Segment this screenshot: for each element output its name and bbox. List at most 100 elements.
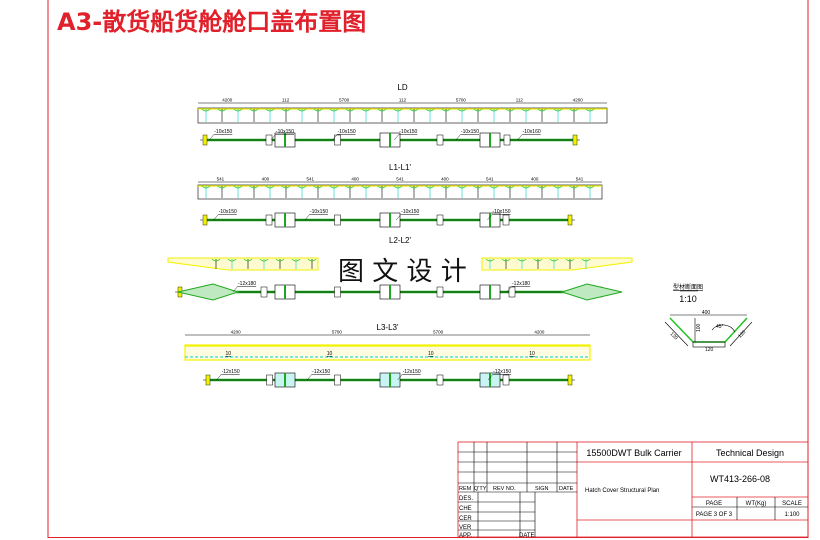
beam-elevation bbox=[197, 184, 603, 200]
section-scale: 1:10 bbox=[679, 294, 697, 304]
bracket bbox=[393, 108, 403, 112]
watermark: 图 文 设 计 bbox=[338, 257, 467, 287]
plate-size-label: -10x150 bbox=[461, 129, 479, 135]
plate-size-label: -10x150 bbox=[214, 129, 232, 135]
bracket bbox=[259, 258, 269, 262]
page-value: PAGE 3 OF 3 bbox=[696, 512, 733, 518]
rev-header-sign: SIGN bbox=[535, 486, 548, 492]
bracket-plate bbox=[502, 374, 510, 386]
dimension-label: 4200 bbox=[573, 98, 584, 103]
plate-size-label: -12x180 bbox=[512, 281, 530, 287]
plate-size-label: -12x150 bbox=[312, 369, 330, 375]
design-stage: Technical Design bbox=[716, 448, 784, 458]
plate-size-label: -10x150 bbox=[276, 129, 294, 135]
plate-size-label: -10x150 bbox=[219, 209, 237, 215]
dimension-label: 400 bbox=[262, 177, 270, 182]
bracket-plate bbox=[260, 286, 268, 298]
end-plate bbox=[567, 214, 573, 226]
bracket bbox=[201, 108, 211, 112]
bracket bbox=[265, 185, 275, 189]
leader-line bbox=[506, 285, 513, 293]
plate-size-label: -10x150 bbox=[399, 129, 417, 135]
section-dim: 45° bbox=[716, 324, 724, 330]
bracket bbox=[569, 185, 579, 189]
plate-size-label: -12x180 bbox=[238, 281, 256, 287]
rev-header-date: DATE bbox=[559, 486, 574, 492]
bracket bbox=[291, 258, 301, 262]
bracket-plate bbox=[503, 134, 511, 146]
bracket-plate bbox=[265, 214, 273, 226]
bracket bbox=[501, 258, 511, 262]
bracket bbox=[345, 185, 355, 189]
view-label: L1-L1' bbox=[389, 163, 411, 172]
beam-end-left bbox=[167, 257, 319, 271]
bracket bbox=[217, 185, 227, 189]
bracket bbox=[485, 258, 495, 262]
scale-value: 1:100 bbox=[784, 512, 800, 518]
bracket bbox=[281, 185, 291, 189]
bracket bbox=[275, 258, 285, 262]
sign-row-des: DES. bbox=[459, 496, 473, 502]
bracket bbox=[265, 108, 275, 112]
dimension-label: 5700 bbox=[332, 330, 343, 335]
bracket bbox=[211, 258, 221, 262]
bracket-plate bbox=[266, 374, 273, 386]
plate-size-label: -10x150 bbox=[401, 209, 419, 215]
dimension-label: 541 bbox=[396, 177, 404, 182]
bracket bbox=[249, 185, 259, 189]
dimension-label: 400 bbox=[441, 177, 449, 182]
bracket bbox=[553, 185, 563, 189]
bracket-plate bbox=[502, 214, 510, 226]
view-label: L2-L2' bbox=[389, 236, 411, 245]
section-dim-width: 400 bbox=[702, 310, 711, 316]
sign-row-ver: VER bbox=[459, 525, 472, 531]
beam-end-right bbox=[481, 257, 633, 271]
page-label: PAGE bbox=[706, 501, 722, 507]
bracket bbox=[249, 108, 259, 112]
bracket-plate bbox=[334, 134, 341, 146]
bracket bbox=[313, 108, 323, 112]
dimension-label: 541 bbox=[217, 177, 225, 182]
section-title: 型材断面图 bbox=[673, 283, 703, 291]
inner-label: 10 bbox=[226, 351, 232, 357]
leader-line bbox=[397, 373, 403, 381]
end-plate bbox=[567, 374, 573, 386]
plate-size-label: -10x160 bbox=[523, 129, 541, 135]
leader-line bbox=[232, 285, 239, 293]
bracket bbox=[281, 108, 291, 112]
plate-size-label: -12x150 bbox=[493, 369, 511, 375]
bracket bbox=[217, 108, 227, 112]
bracket bbox=[425, 108, 435, 112]
dimension-label: 4200 bbox=[534, 330, 545, 335]
bracket bbox=[533, 258, 543, 262]
bracket bbox=[361, 108, 371, 112]
bracket bbox=[457, 185, 467, 189]
bracket-plate bbox=[436, 286, 444, 298]
bracket bbox=[233, 185, 243, 189]
bracket bbox=[553, 108, 563, 112]
bracket bbox=[233, 108, 243, 112]
plate-size-label: -12x150 bbox=[403, 369, 421, 375]
bracket bbox=[201, 185, 211, 189]
section-dim: 120 bbox=[705, 347, 714, 353]
leader-line bbox=[396, 213, 402, 221]
bracket bbox=[393, 185, 403, 189]
dimension-label: 112 bbox=[282, 98, 290, 103]
bracket bbox=[441, 108, 451, 112]
bracket bbox=[585, 185, 595, 189]
date-label: DATE bbox=[519, 533, 535, 539]
leader-line bbox=[487, 213, 493, 221]
bracket-plate bbox=[436, 134, 444, 146]
sign-row-che: CHE bbox=[459, 506, 472, 512]
leader-line bbox=[209, 133, 215, 141]
dimension-label: 5700 bbox=[433, 330, 444, 335]
leader-line bbox=[306, 373, 313, 381]
leader-line bbox=[517, 133, 523, 141]
view-label: LD bbox=[397, 83, 407, 92]
end-plate bbox=[205, 374, 211, 386]
dimension-label: 112 bbox=[516, 98, 524, 103]
dimension-label: 4200 bbox=[222, 98, 233, 103]
dimension-label: 112 bbox=[399, 98, 407, 103]
